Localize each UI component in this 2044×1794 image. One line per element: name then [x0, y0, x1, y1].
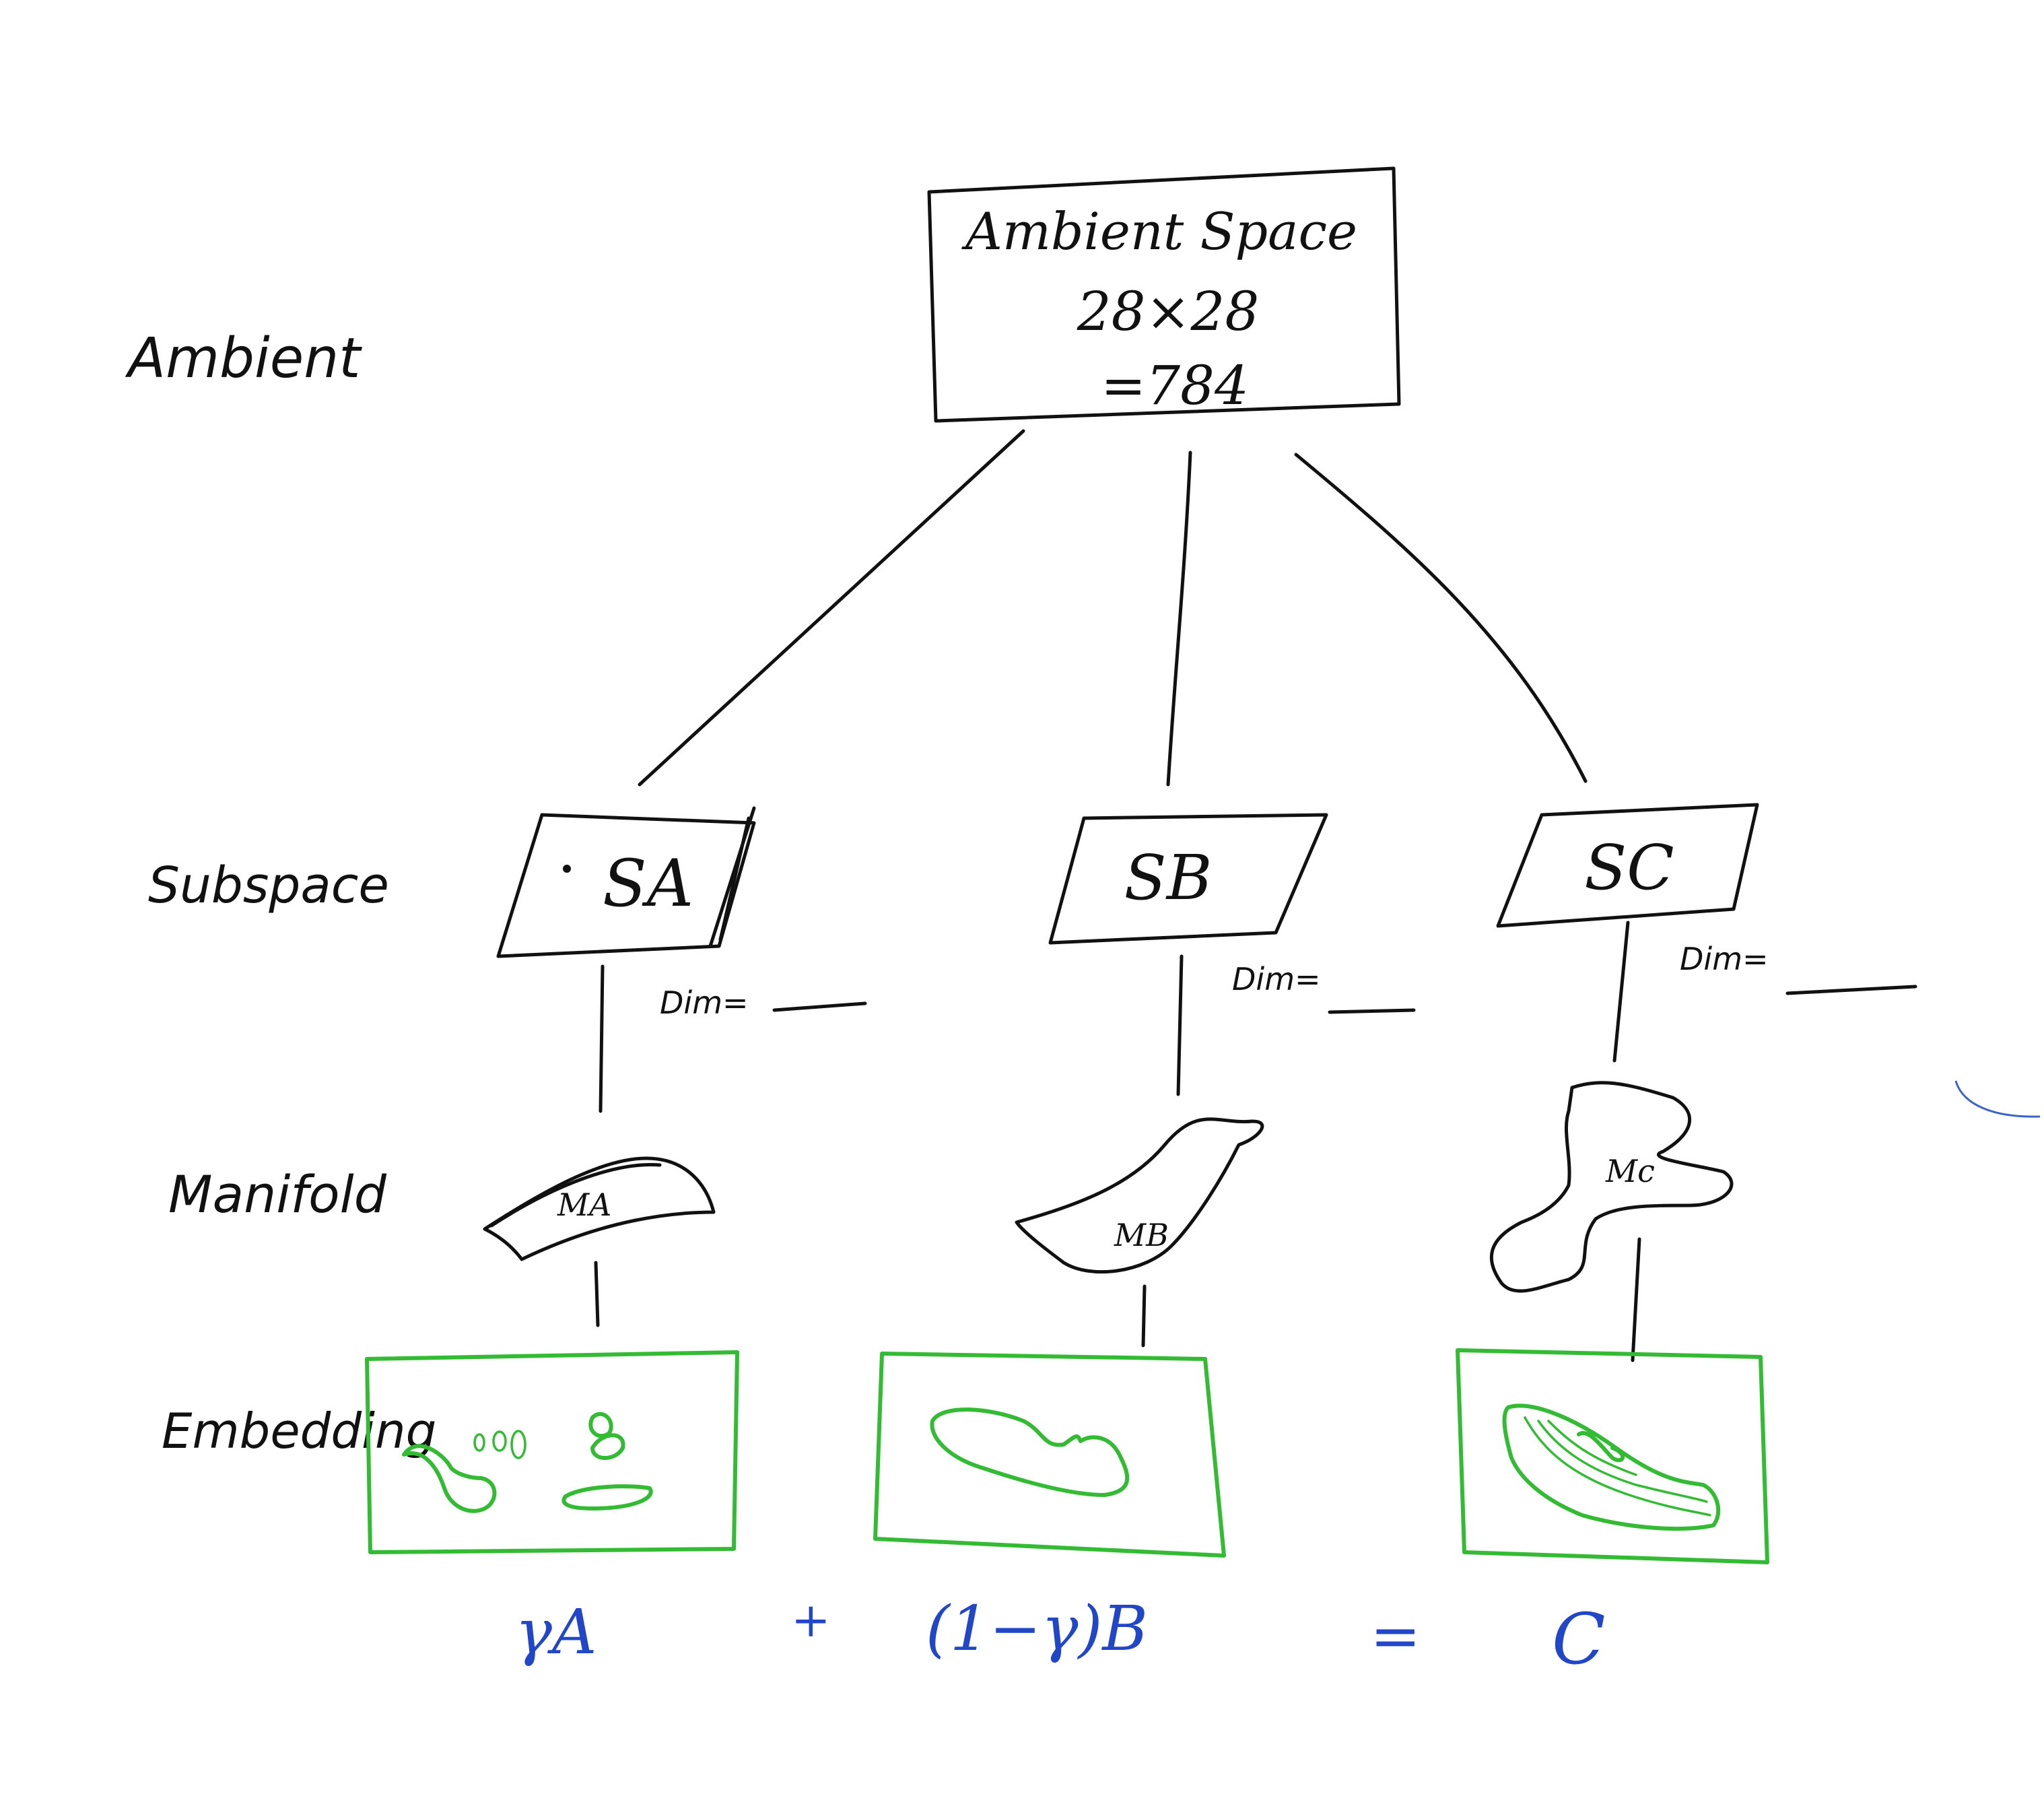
row-label-subspace: Subspace — [148, 857, 389, 915]
subspace-a-dim-label: Dim= — [660, 985, 749, 1021]
equation-term-a: γA — [515, 1596, 597, 1668]
manifold-b-shape: MB — [1015, 1117, 1264, 1348]
ambient-space-box: Ambient Space 28×28 =784 — [927, 166, 1401, 423]
subspace-c-label: SC — [1584, 832, 1674, 904]
embedding-b-box — [873, 1352, 1226, 1558]
ambient-box-size: 28×28 — [1077, 280, 1260, 343]
embedding-c-blob — [1502, 1403, 1721, 1531]
row-label-manifold: Manifold — [168, 1164, 387, 1224]
embedding-a-box — [365, 1350, 739, 1554]
manifold-c-label: Mc — [1605, 1153, 1655, 1189]
subspace-b-label: SB — [1124, 842, 1213, 914]
manifold-a-shape: MA — [483, 1156, 716, 1327]
manifold-b-label: MB — [1114, 1217, 1169, 1253]
stray-ink-dot — [563, 865, 571, 873]
row-label-embedding: Embedding — [162, 1403, 436, 1459]
subspace-c-dim-label: Dim= — [1680, 941, 1769, 977]
subspace-a-label: SA — [603, 846, 693, 921]
manifold-a-label: MA — [557, 1187, 611, 1223]
equation-equals: = — [1370, 1601, 1421, 1671]
ambient-box-total: =784 — [1101, 354, 1249, 417]
subspace-c: SC Dim= — [1496, 803, 1917, 1063]
subspace-b: SB Dim= — [1048, 813, 1416, 1096]
ambient-box-title: Ambient Space — [961, 201, 1357, 261]
equation-term-b: (1−γ)B — [926, 1593, 1148, 1665]
embedding-a-blob-1 — [402, 1444, 497, 1513]
embedding-b-blob — [930, 1407, 1130, 1497]
row-label-ambient: Ambient — [125, 327, 362, 391]
equation-plus: + — [791, 1593, 831, 1648]
subspace-a: SA Dim= — [496, 806, 867, 1113]
ambient-connectors — [638, 429, 1588, 787]
stray-blue-mark — [1954, 1080, 2041, 1118]
mixing-equation: γA + (1−γ)B = C — [515, 1593, 1606, 1680]
embedding-c-box — [1456, 1348, 1769, 1564]
subspace-b-dim-label: Dim= — [1232, 961, 1321, 997]
manifold-c-shape: Mc — [1489, 1081, 1734, 1362]
equation-term-c: C — [1552, 1598, 1606, 1680]
